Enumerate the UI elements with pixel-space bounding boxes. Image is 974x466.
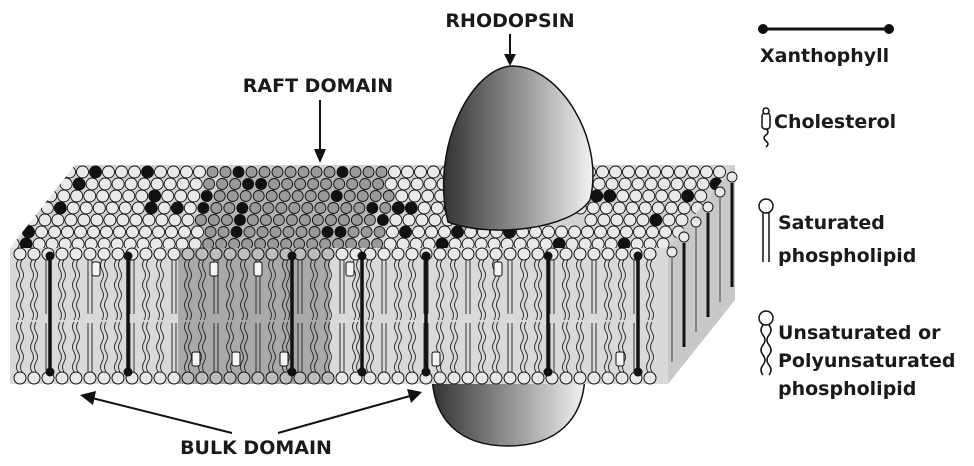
legend: Xanthophyll Cholesterol Saturated phosph…	[758, 24, 955, 400]
legend-saturated-label-line2: phospholipid	[778, 245, 916, 267]
legend-unsaturated-label-line2: Polyunsaturated	[778, 350, 955, 372]
legend-cholesterol-label: Cholesterol	[774, 111, 896, 133]
cholesterol-icon	[762, 108, 770, 147]
rhodopsin-upper-dome	[444, 66, 593, 230]
bulk-domain-arrow-right	[278, 396, 410, 433]
bulk-domain-arrowhead-left	[80, 391, 96, 405]
saturated-phospholipid-icon	[759, 199, 773, 262]
unsaturated-phospholipid-icon	[759, 311, 773, 375]
bulk-domain-label: BULK DOMAIN	[180, 437, 332, 459]
xanthophyll-rod-icon	[758, 24, 894, 34]
raft-domain-label: RAFT DOMAIN	[243, 75, 393, 97]
raft-domain-arrowhead	[314, 149, 326, 163]
bulk-domain-arrow-left	[92, 398, 232, 433]
legend-saturated-label-line1: Saturated	[778, 212, 885, 234]
legend-xanthophyll-label: Xanthophyll	[760, 45, 889, 67]
bulk-domain-arrowhead-right	[407, 389, 422, 403]
legend-unsaturated-label-line1: Unsaturated or	[778, 322, 941, 344]
rhodopsin-label: RHODOPSIN	[445, 10, 574, 32]
rhodopsin-arrowhead	[504, 54, 516, 66]
legend-unsaturated-label-line3: phospholipid	[778, 378, 916, 400]
